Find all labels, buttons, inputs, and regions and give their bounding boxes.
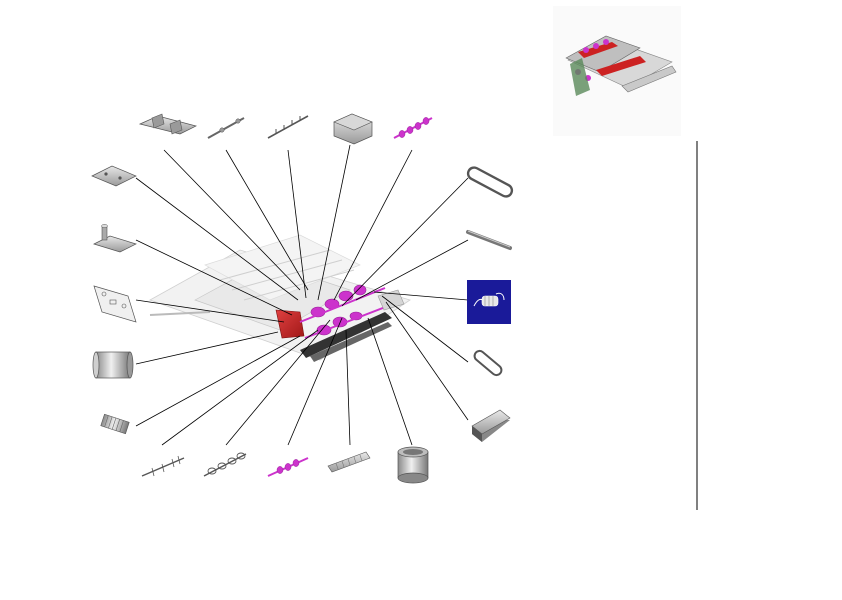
belt-loop-icon: [466, 166, 514, 198]
mounting-bracket-icon: [138, 113, 197, 135]
magenta-roller-shaft-icon: [393, 117, 433, 139]
comb-bar-icon: [327, 451, 371, 473]
magenta-short-shaft-icon: [267, 457, 309, 477]
rod-icon: [466, 230, 512, 250]
pin-strip-icon: [267, 115, 309, 139]
spring-selected-icon: [467, 280, 511, 324]
small-belt-icon: [473, 349, 503, 377]
pad-icon: [471, 409, 511, 442]
metal-plate-icon: [91, 165, 137, 187]
callout-lines: [135, 144, 469, 446]
gear-shaft-icon: [141, 455, 185, 477]
roller-sleeve-icon: [92, 351, 134, 379]
overview-thumbnail: [553, 6, 681, 136]
cover-block-icon: [333, 113, 373, 145]
main-assembly: [149, 234, 411, 362]
chain-shaft-icon: [203, 452, 247, 477]
side-frame-icon: [93, 285, 137, 323]
spring-icon: [100, 413, 130, 435]
small-shaft-icon: [207, 117, 245, 139]
post-bracket-icon: [93, 224, 137, 253]
cylinder-bushing-icon: [397, 446, 429, 484]
